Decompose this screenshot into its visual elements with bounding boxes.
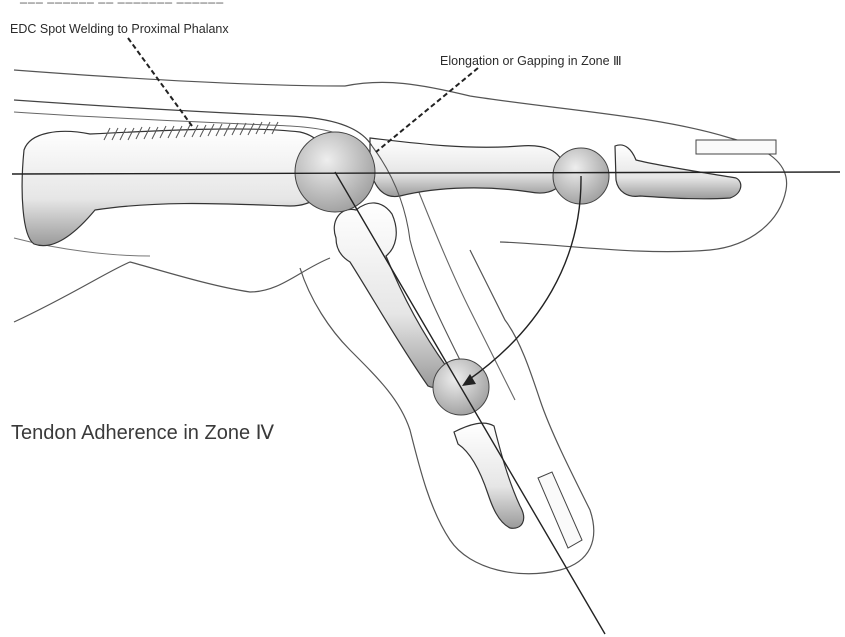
tendon-adherence-label: Tendon Adherence in Zone Ⅳ (11, 420, 274, 445)
metacarpal-bone (22, 129, 330, 246)
edc-spot-welding-label: EDC Spot Welding to Proximal Phalanx (10, 22, 229, 36)
volar-skin-outline (14, 258, 330, 322)
elongation-gapping-label: Elongation or Gapping in Zone Ⅲ (440, 53, 622, 68)
elongation-leader-line (376, 68, 478, 152)
fingernail-flexed (538, 472, 582, 548)
fingernail-extended (696, 140, 776, 154)
edc-leader-line (128, 38, 192, 126)
flexed-finger-outline (300, 250, 594, 574)
faded-header-smudge: ▔▔▔ ▔▔▔▔▔▔ ▔▔ ▔▔▔▔▔▔▔ ▔▔▔▔▔▔ (20, 3, 224, 14)
proximal-phalanx-extended (370, 138, 565, 197)
flexed-axis-line (335, 172, 605, 634)
proximal-phalanx-flexed (334, 203, 447, 388)
